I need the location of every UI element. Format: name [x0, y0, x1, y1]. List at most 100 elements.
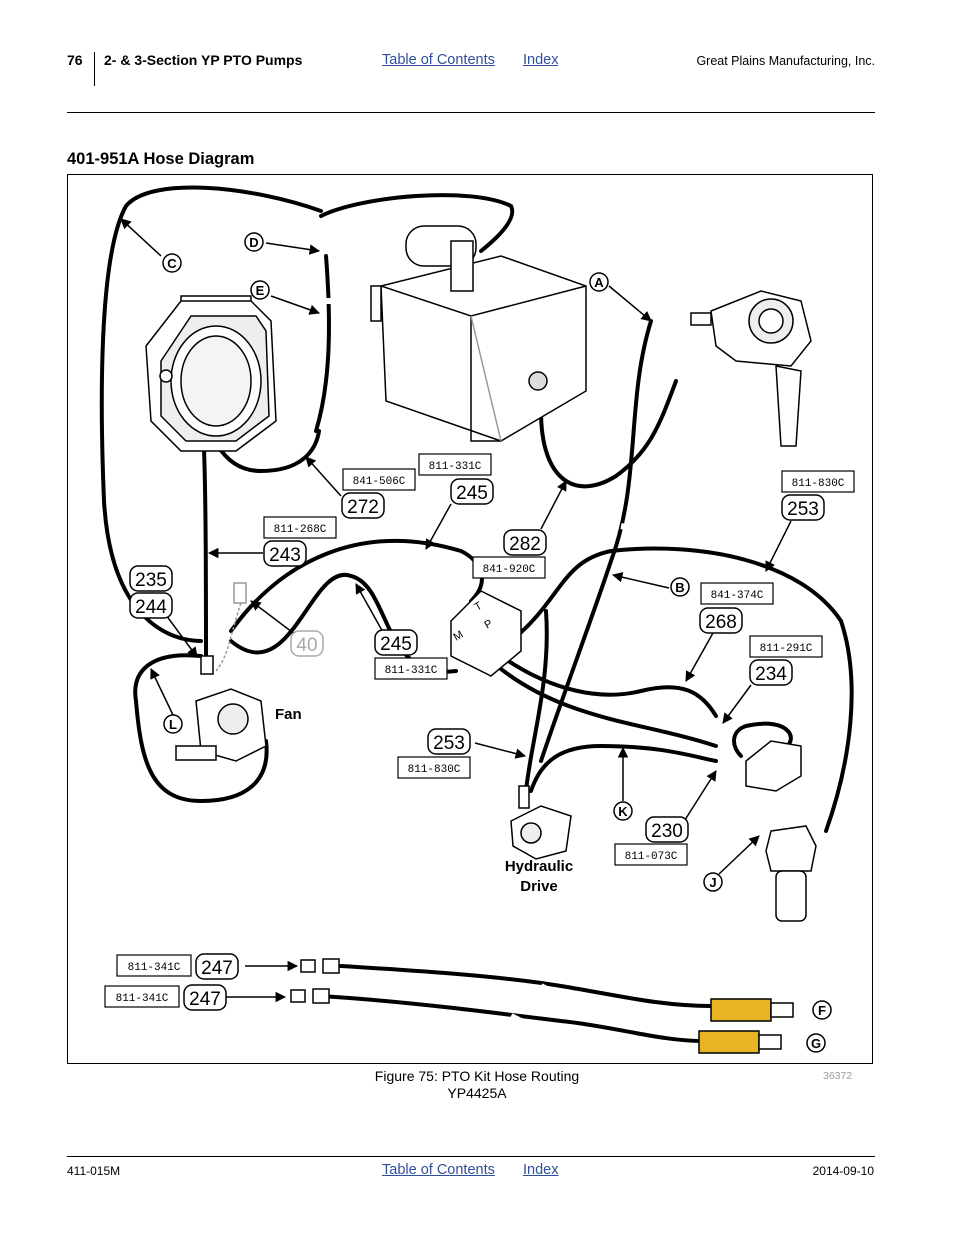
hose-k: [529, 743, 718, 793]
svg-text:244: 244: [135, 597, 167, 618]
callout-g: G: [806, 1033, 826, 1053]
svg-text:811-331C: 811-331C: [385, 665, 438, 677]
hose-g: [319, 994, 703, 1043]
svg-text:811-291C: 811-291C: [760, 643, 813, 655]
part-number-labels: 841-506C 811-331C 811-830C 811-268C 841-…: [104, 453, 855, 1008]
header-index-link[interactable]: Index: [523, 52, 559, 68]
hose-282: [539, 379, 678, 489]
reservoir-tank-drawing: [370, 225, 587, 442]
callout-244: 244: [129, 592, 173, 619]
svg-text:F: F: [818, 1003, 826, 1018]
svg-text:243: 243: [269, 545, 301, 566]
section-title: 401-951A Hose Diagram: [67, 150, 255, 168]
header-company: Great Plains Manufacturing, Inc.: [696, 54, 875, 68]
svg-text:272: 272: [347, 497, 379, 518]
footer-index-link[interactable]: Index: [523, 1162, 559, 1178]
hose-230: [732, 721, 793, 758]
svg-text:234: 234: [755, 664, 787, 685]
callout-b: B: [670, 577, 690, 597]
hose-d: [319, 193, 515, 253]
svg-text:A: A: [594, 275, 604, 290]
svg-text:253: 253: [787, 499, 819, 520]
hose-breaks: [316, 243, 637, 1024]
part-841-374c: 841-374C: [700, 582, 774, 605]
figure-reference-number: 36372: [823, 1070, 853, 1082]
figure-frame: T P M: [67, 174, 873, 1064]
svg-text:235: 235: [135, 570, 167, 591]
page-number: 76: [67, 52, 83, 68]
callout-234: 234: [749, 659, 793, 686]
part-811-341c-top: 811-341C: [116, 954, 192, 977]
hose-b: [539, 319, 653, 763]
part-841-506c: 841-506C: [342, 468, 416, 491]
hydraulic-drive-label-line1: Hydraulic: [505, 858, 573, 875]
part-811-331c-top: 811-331C: [418, 453, 492, 476]
part-811-331c-lower: 811-331C: [374, 657, 448, 680]
hose-e: [314, 254, 331, 433]
svg-text:811-341C: 811-341C: [116, 993, 169, 1005]
part-811-830c-top: 811-830C: [781, 470, 855, 493]
number-callouts: 272 245 282 253 243 235 244 40 245 268 2…: [129, 478, 825, 1011]
coupler-drawings: [290, 958, 794, 1054]
hose-268: [499, 654, 718, 718]
svg-text:245: 245: [456, 483, 488, 504]
callout-247-bottom: 247: [183, 984, 227, 1011]
part-811-268c: 811-268C: [263, 516, 337, 539]
callout-235: 235: [129, 565, 173, 592]
svg-text:E: E: [256, 283, 265, 298]
svg-text:C: C: [167, 256, 177, 271]
hydraulic-drive-drawing: [510, 785, 572, 860]
filter-drawing: [765, 825, 817, 922]
svg-text:245: 245: [380, 634, 412, 655]
hydraulic-drive-label-line2: Drive: [520, 878, 558, 895]
hose-f: [339, 964, 713, 1008]
footer-toc-link[interactable]: Table of Contents: [382, 1162, 495, 1178]
header-section-title: 2- & 3-Section YP PTO Pumps: [104, 52, 303, 68]
callout-a: A: [589, 272, 609, 292]
svg-text:268: 268: [705, 612, 737, 633]
svg-text:811-073C: 811-073C: [625, 851, 678, 863]
svg-text:811-830C: 811-830C: [792, 478, 845, 490]
callout-c: C: [162, 253, 182, 273]
svg-text:247: 247: [201, 958, 233, 979]
footer-doc-number: 411-015M: [67, 1164, 121, 1178]
svg-text:811-268C: 811-268C: [274, 524, 327, 536]
callout-245-top: 245: [450, 478, 494, 505]
part-811-830c-lower: 811-830C: [397, 756, 471, 779]
hose-234: [489, 659, 718, 748]
footer-rule: [67, 1156, 875, 1157]
svg-text:841-920C: 841-920C: [483, 564, 536, 576]
letter-callouts: C D E A B L K J F G: [162, 232, 832, 1053]
callout-230: 230: [645, 816, 689, 843]
header-divider: [94, 52, 95, 86]
callout-40: 40: [290, 630, 324, 657]
svg-text:D: D: [249, 235, 258, 250]
svg-text:G: G: [811, 1036, 821, 1051]
hose-253-lower: [524, 609, 549, 793]
part-811-341c-bottom: 811-341C: [104, 985, 180, 1008]
callout-282: 282: [503, 529, 547, 556]
svg-text:230: 230: [651, 821, 683, 842]
callout-e: E: [250, 280, 270, 300]
solenoid-valve-drawing: [745, 740, 802, 792]
callout-253-lower: 253: [427, 728, 471, 755]
svg-text:282: 282: [509, 534, 541, 555]
svg-text:841-506C: 841-506C: [353, 476, 406, 488]
header-toc-link[interactable]: Table of Contents: [382, 52, 495, 68]
figure-caption: Figure 75: PTO Kit Hose Routing: [374, 1068, 580, 1084]
callout-268: 268: [699, 607, 743, 634]
svg-text:811-830C: 811-830C: [408, 764, 461, 776]
svg-text:811-341C: 811-341C: [128, 962, 181, 974]
callout-245-lower: 245: [374, 629, 418, 656]
callout-d: D: [244, 232, 264, 252]
fan-shroud-drawing: [145, 295, 277, 452]
part-841-920c: 841-920C: [472, 556, 546, 579]
leader-arrows: [120, 218, 792, 1003]
valve-block-drawing: [450, 590, 522, 677]
footer-date: 2014-09-10: [812, 1164, 874, 1178]
svg-text:841-374C: 841-374C: [711, 590, 764, 602]
pto-pump-drawing: [690, 290, 812, 447]
callout-l: L: [163, 714, 183, 734]
svg-text:253: 253: [433, 733, 465, 754]
hose-diagram: T P M: [99, 185, 855, 1054]
